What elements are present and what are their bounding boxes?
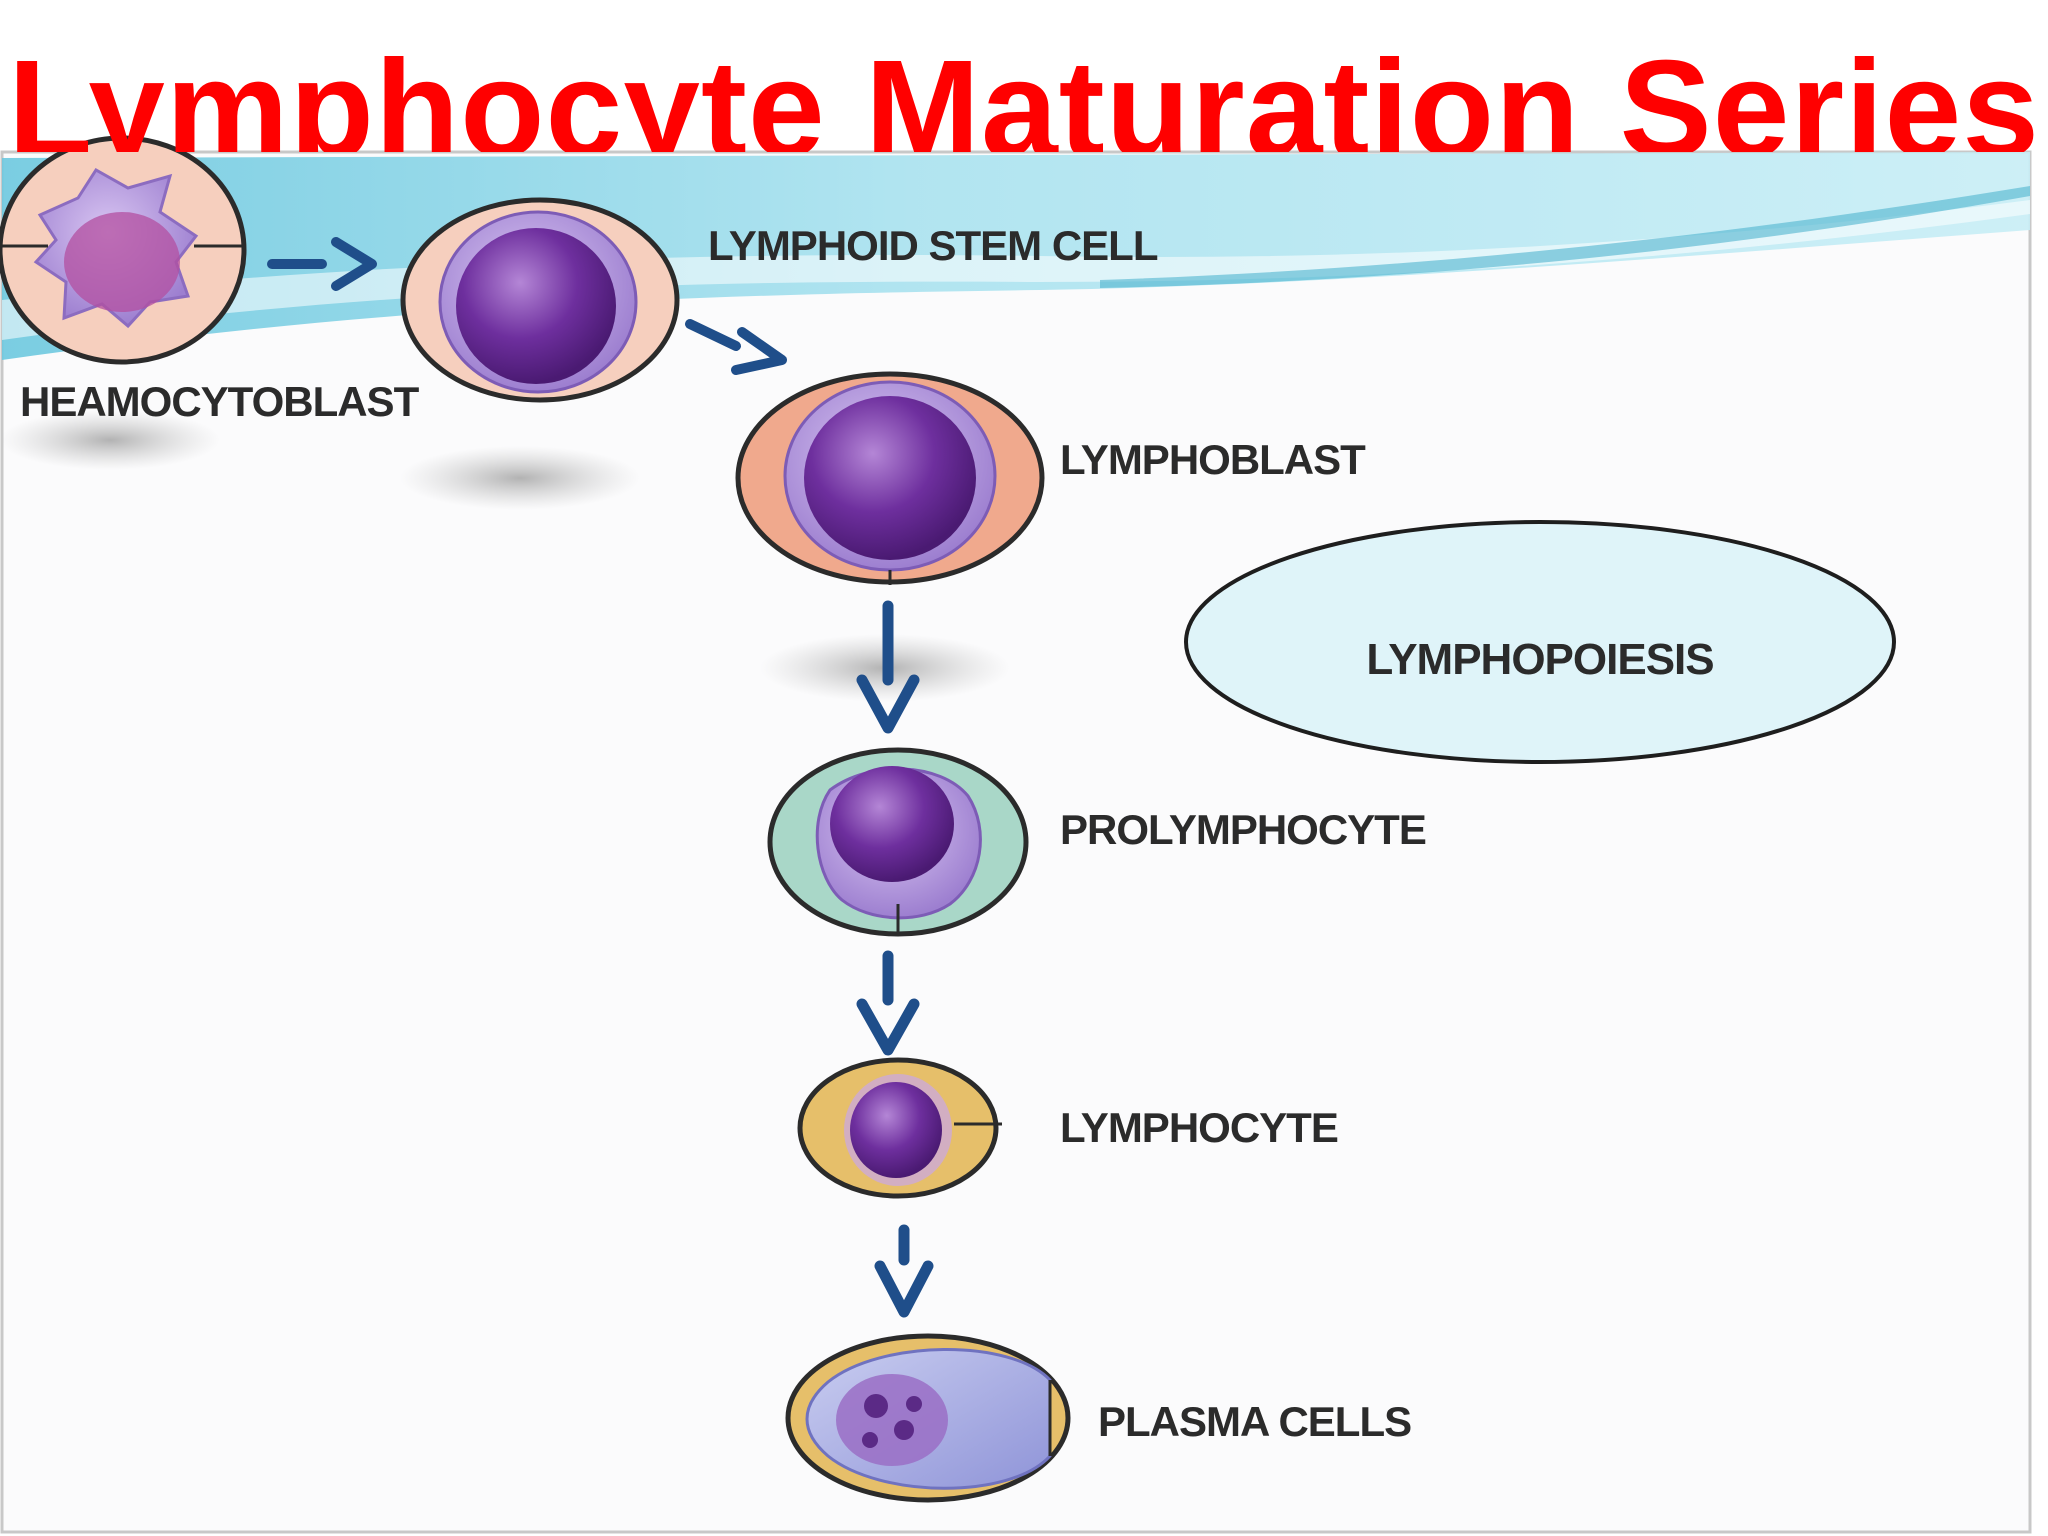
label-lymphoblast: LYMPHOBLAST [1060,436,1366,483]
arrow-stem-to-lymphoblast [685,319,787,375]
lymphopoiesis-bubble [1184,520,1896,764]
heamocytoblast-cell [0,135,247,365]
slide-title: Lymphocyte Maturation Series [7,32,2041,152]
cell-shadow [0,410,220,470]
arrow-prolymphocyte-to-lymphocyte [856,950,920,1056]
label-plasma-cells: PLASMA CELLS [1098,1398,1411,1445]
plasma-cell [785,1333,1071,1503]
label-lymphocyte: LYMPHOCYTE [1060,1104,1338,1151]
arrow-lymphoblast-to-prolymphocyte [856,600,920,734]
label-prolymphocyte: PROLYMPHOCYTE [1060,806,1426,853]
lymphoblast-cell [735,371,1045,585]
lymphoid-stem-cell-cell [400,197,680,403]
label-lymphoid-stem-cell: LYMPHOID STEM CELL [708,222,1158,269]
prolymphocyte-cell [767,747,1029,937]
cell-shadow [400,446,640,510]
label-heamocytoblast: HEAMOCYTOBLAST [20,378,420,425]
lymphocyte-cell [797,1057,1002,1199]
arrow-lymphocyte-to-plasma [874,1224,934,1318]
label-lymphopoiesis: LYMPHOPOIESIS [1366,635,1713,684]
arrow-heamocytoblast-to-stem [267,237,377,291]
